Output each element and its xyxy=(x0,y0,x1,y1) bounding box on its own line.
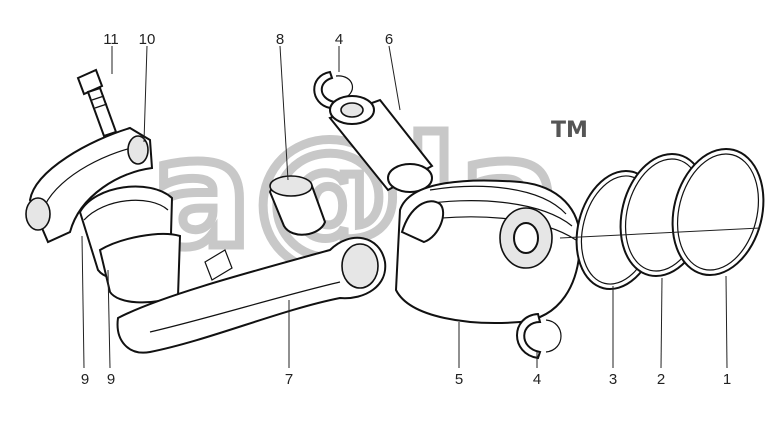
callout-6: 6 xyxy=(385,31,393,48)
callout-7: 7 xyxy=(285,371,293,388)
callout-9-left: 9 xyxy=(81,371,89,388)
snap-ring-bottom-part xyxy=(516,312,562,360)
piston-pin-part xyxy=(328,95,434,193)
callout-4-bottom: 4 xyxy=(533,371,541,388)
bolt-part xyxy=(76,68,118,138)
leader-lines xyxy=(81,45,728,369)
callout-labels: 11 10 8 4 6 9 9 7 5 4 3 2 1 xyxy=(81,31,731,388)
connecting-rod-part xyxy=(116,236,387,354)
trademark-symbol: TM xyxy=(551,118,588,143)
callout-5: 5 xyxy=(455,371,463,388)
piston-part xyxy=(394,179,582,324)
callout-2: 2 xyxy=(657,371,665,388)
callout-8: 8 xyxy=(276,31,284,48)
callout-10: 10 xyxy=(139,31,156,48)
callout-3: 3 xyxy=(609,371,617,388)
bearing-shell-part xyxy=(78,185,182,304)
callout-9-right: 9 xyxy=(107,371,115,388)
callout-4-top: 4 xyxy=(335,31,343,48)
small-end-bushing-part xyxy=(268,175,327,236)
callout-11: 11 xyxy=(103,31,119,48)
piston-ring-1-part xyxy=(671,147,765,277)
callout-1: 1 xyxy=(723,371,731,388)
